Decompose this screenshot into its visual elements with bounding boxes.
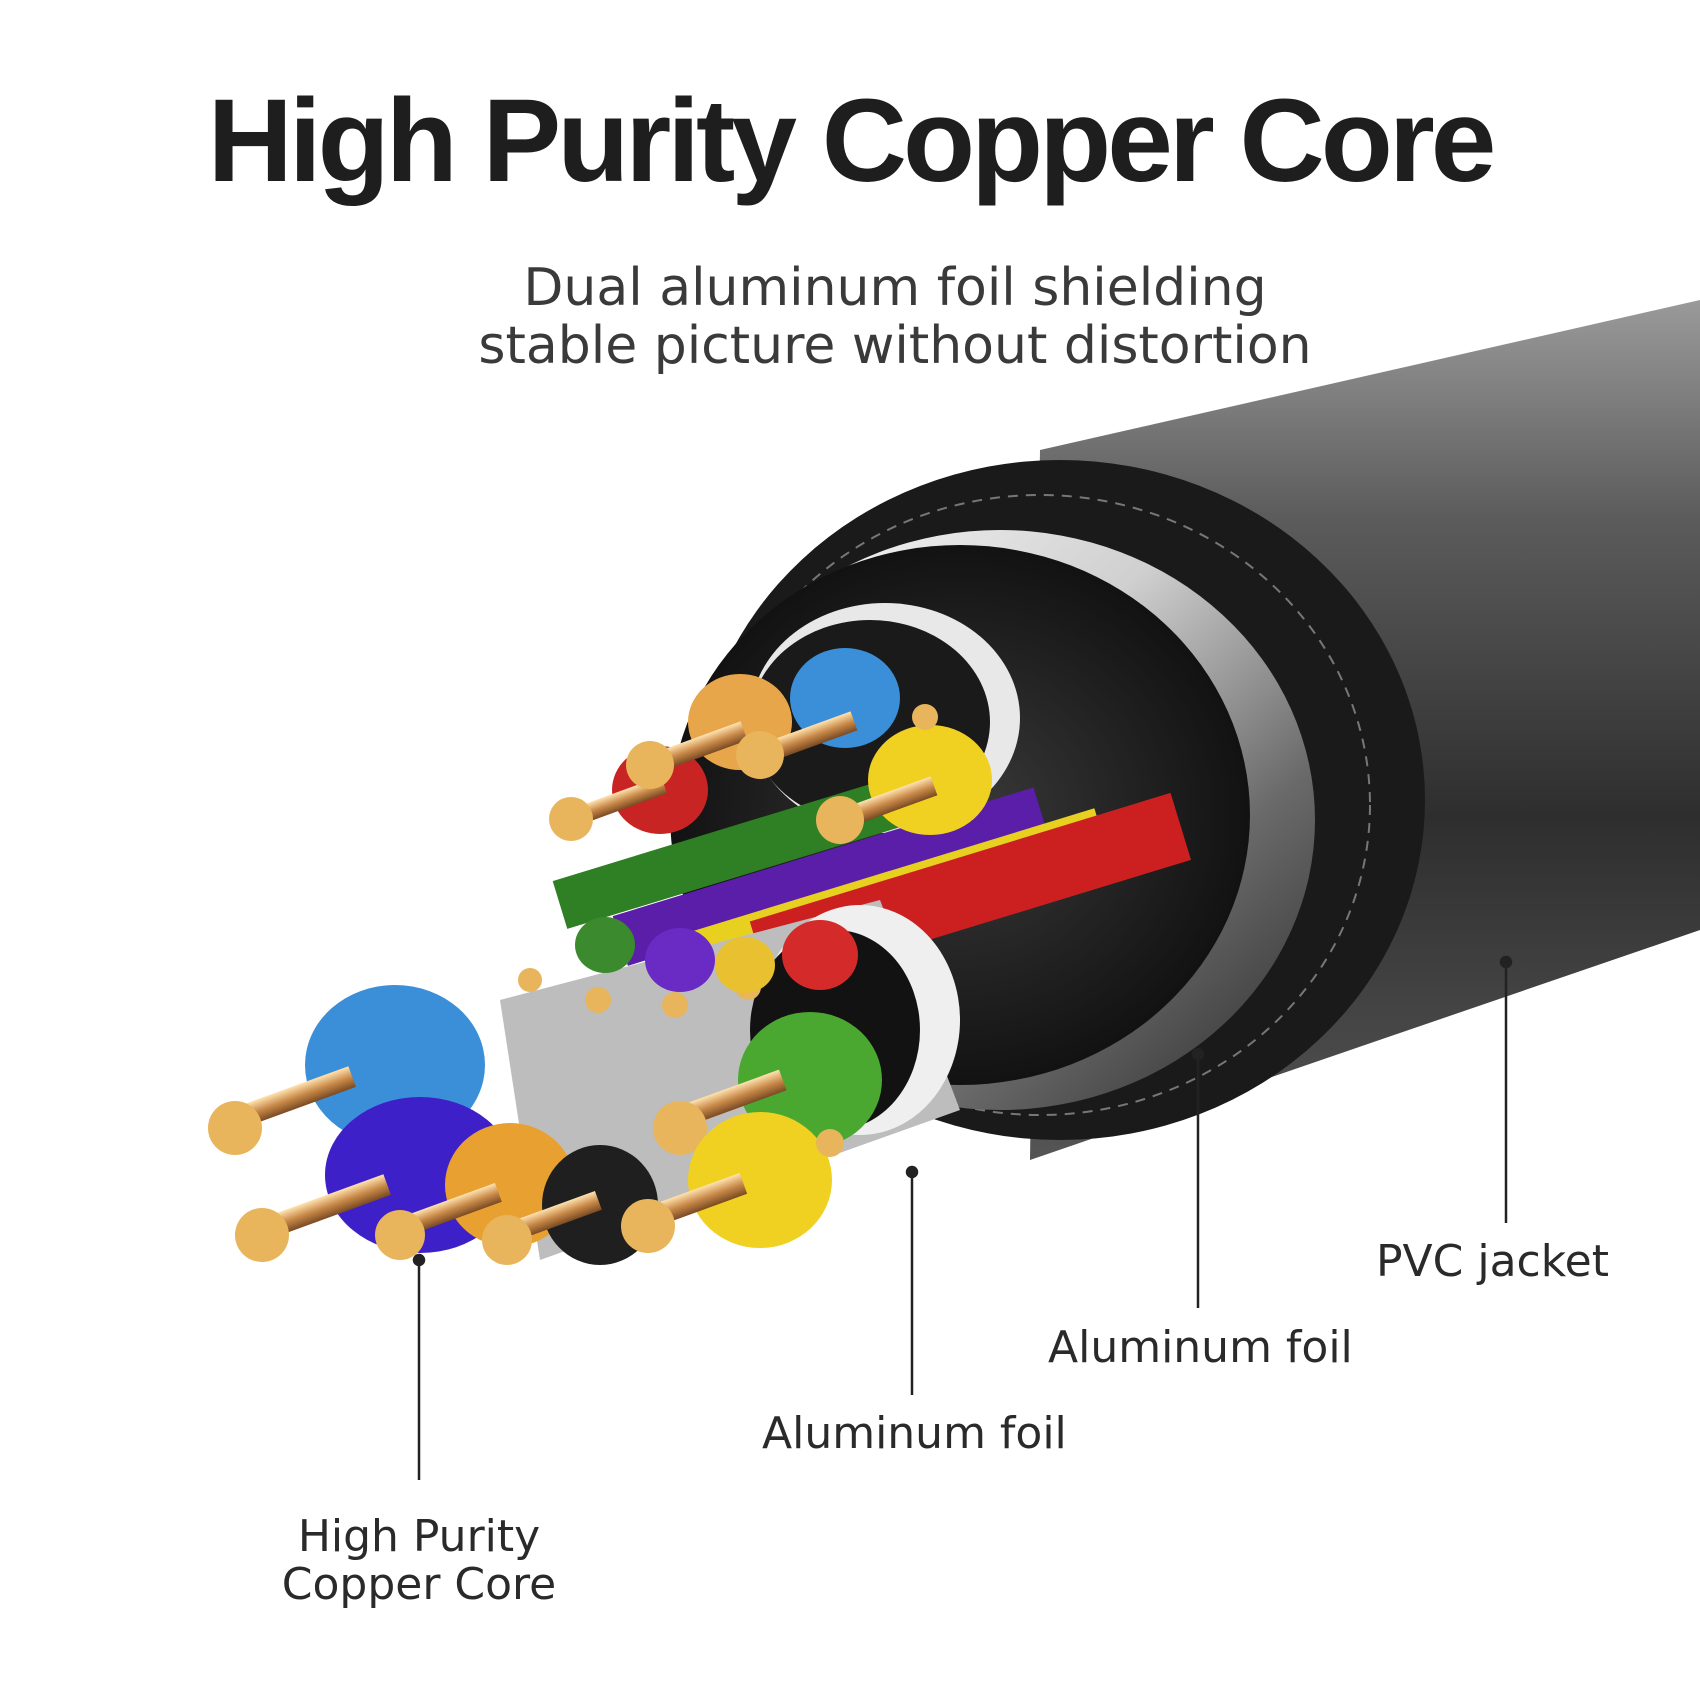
label-aluminum-foil-outer: Aluminum foil <box>1048 1322 1353 1373</box>
label-copper-core-line-1: High Purity <box>297 1511 541 1562</box>
page-title: High Purity Copper Core <box>207 75 1497 207</box>
wire-yellow-bottom <box>621 1112 844 1253</box>
subtitle-line-2: stable picture without distortion <box>478 316 1312 376</box>
label-copper-core-line-2: Copper Core <box>281 1559 557 1611</box>
upper-wires <box>549 648 992 844</box>
wire-yellow-top <box>816 704 992 844</box>
label-copper-core: High Purity Copper Core <box>259 1511 579 1611</box>
wire-blue-top <box>736 648 900 779</box>
label-pvc-jacket: PVC jacket <box>1376 1236 1609 1287</box>
leader-lines <box>412 955 1513 1480</box>
lower-wires <box>208 985 882 1265</box>
subtitle-line-1: Dual aluminum foil shielding <box>523 258 1267 318</box>
label-aluminum-foil-inner: Aluminum foil <box>762 1408 1067 1459</box>
middle-wire-tips <box>518 917 858 1018</box>
